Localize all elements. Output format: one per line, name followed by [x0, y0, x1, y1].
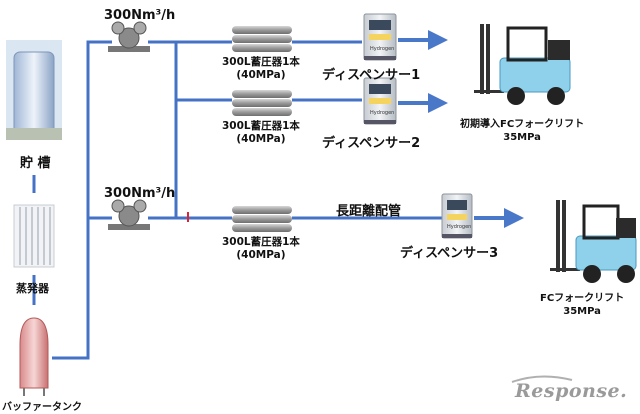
accumulator1-label-line1: 300L蓄圧器1本	[222, 56, 300, 68]
compressor1-rate: 300Nm³/h	[104, 8, 176, 23]
long-pipe-label: 長距離配管	[336, 204, 402, 219]
dispenser3-panel-text: Hydrogen	[447, 224, 472, 230]
compressor1-icon	[108, 21, 150, 52]
forklift2-icon	[550, 200, 637, 283]
forklift2-label: FCフォークリフト 35MPa	[540, 292, 624, 318]
accumulator1-icon	[232, 26, 292, 52]
pipe-buffer-riser	[52, 40, 112, 360]
buffer-tank-icon	[19, 317, 49, 396]
accumulator2-label-line1: 300L蓄圧器1本	[222, 120, 300, 132]
forklift1-label-line2: 35MPa	[503, 132, 541, 143]
dispenser1-icon	[363, 13, 397, 61]
watermark-text: Response.	[515, 380, 628, 402]
dispenser2-panel-text: Hydrogen	[370, 110, 395, 116]
storage-tank-icon	[6, 40, 62, 140]
storage-tank-label: 貯 槽	[20, 156, 51, 171]
dispenser2-label: ディスペンサー2	[322, 136, 421, 151]
accumulator2-label-line2: (40MPa)	[236, 133, 286, 145]
buffer-tank-label: バッファータンク	[2, 402, 82, 413]
accumulator2-icon	[232, 90, 292, 116]
dispenser3-icon	[441, 193, 473, 239]
compressor2-rate: 300Nm³/h	[104, 186, 176, 201]
accumulator3-label: 300L蓄圧器1本 (40MPa)	[222, 236, 300, 262]
dispenser2-icon	[363, 77, 397, 125]
accumulator2-label: 300L蓄圧器1本 (40MPa)	[222, 120, 300, 146]
dispenser1-label: ディスペンサー1	[322, 68, 421, 83]
dispenser3-label: ディスペンサー3	[400, 246, 499, 261]
forklift2-label-line2: 35MPa	[563, 306, 601, 317]
accumulator3-label-line1: 300L蓄圧器1本	[222, 236, 300, 248]
accumulator1-label: 300L蓄圧器1本 (40MPa)	[222, 56, 300, 82]
forklift2-label-line1: FCフォークリフト	[540, 293, 625, 304]
forklift1-icon	[474, 24, 571, 105]
evaporator-label: 蒸発器	[16, 282, 49, 295]
accumulator3-icon	[232, 206, 292, 232]
pipe-network	[32, 40, 446, 360]
dispenser1-panel-text: Hydrogen	[370, 46, 395, 52]
forklift1-label-line1: 初期導入FCフォークリフト	[460, 119, 585, 130]
evaporator-icon	[13, 204, 55, 268]
compressor2-icon	[108, 199, 150, 230]
accumulator1-label-line2: (40MPa)	[236, 69, 286, 81]
forklift1-label: 初期導入FCフォークリフト 35MPa	[460, 118, 584, 144]
watermark-swoosh	[511, 375, 573, 383]
accumulator3-label-line2: (40MPa)	[236, 249, 286, 261]
